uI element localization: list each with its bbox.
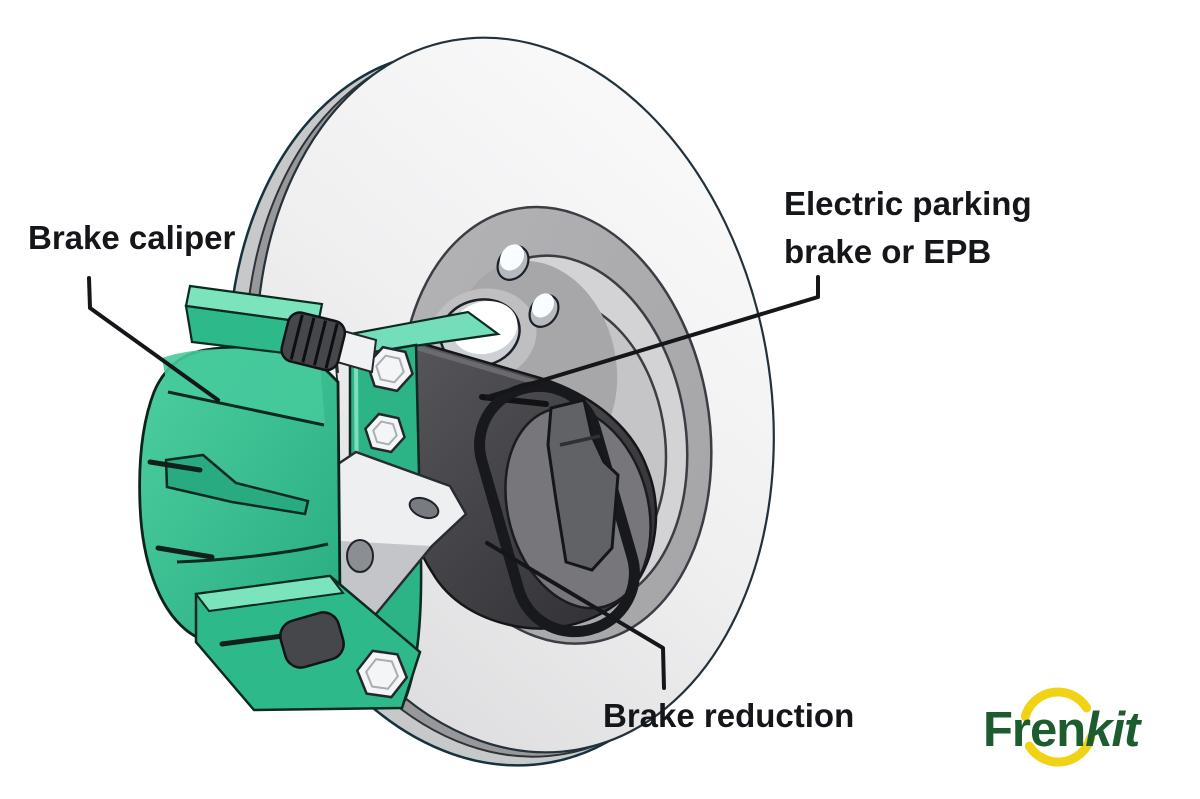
brake-caliper-illustration — [138, 345, 342, 654]
epb-body-highlight — [401, 341, 537, 385]
logo-yellow-arcs-icon — [1020, 687, 1096, 767]
label-brake-reduction: Brake reduction — [603, 697, 854, 734]
frenkit-logo: Frenkit — [983, 687, 1143, 767]
label-epb-line1: Electric parking — [784, 185, 1032, 222]
caliper-bottom-arm-illustration — [194, 574, 422, 712]
bracket-bolt-upper — [366, 345, 414, 393]
epb-body-slit — [479, 394, 549, 407]
bottom-arm-top-face — [194, 574, 345, 613]
epb-connector-step — [559, 434, 601, 447]
caliper-fin-slit-1 — [147, 459, 203, 473]
bottom-pin-boot — [279, 611, 345, 669]
leader-line-brake-reduction — [485, 541, 666, 690]
bolt-hole — [528, 293, 560, 328]
caliper-contour-lower — [176, 542, 329, 564]
caliper-contour-upper — [167, 390, 325, 427]
guide-pin-boot — [280, 311, 347, 372]
logo-wordmark: Frenkit — [983, 703, 1142, 757]
logo-word-accent: kit — [1085, 703, 1142, 757]
metal-bracket-slot — [408, 496, 440, 520]
metal-bracket-hole — [346, 539, 374, 573]
bolt-hole — [496, 244, 530, 281]
caliper-top-band — [162, 348, 325, 424]
leader-line-brake-caliper — [87, 276, 220, 402]
bottom-arm-bolt — [355, 649, 409, 699]
label-epb-line2: brake or EPB — [784, 233, 991, 270]
leader-line-epb — [485, 275, 820, 399]
logo-word-main: Fren — [983, 703, 1085, 757]
label-brake-caliper: Brake caliper — [28, 219, 235, 256]
leader-lines — [87, 275, 820, 690]
caliper-top-arm-illustration — [184, 284, 378, 374]
bracket-bolt-lower — [364, 412, 406, 454]
caliper-fin-slit-2 — [155, 545, 215, 560]
